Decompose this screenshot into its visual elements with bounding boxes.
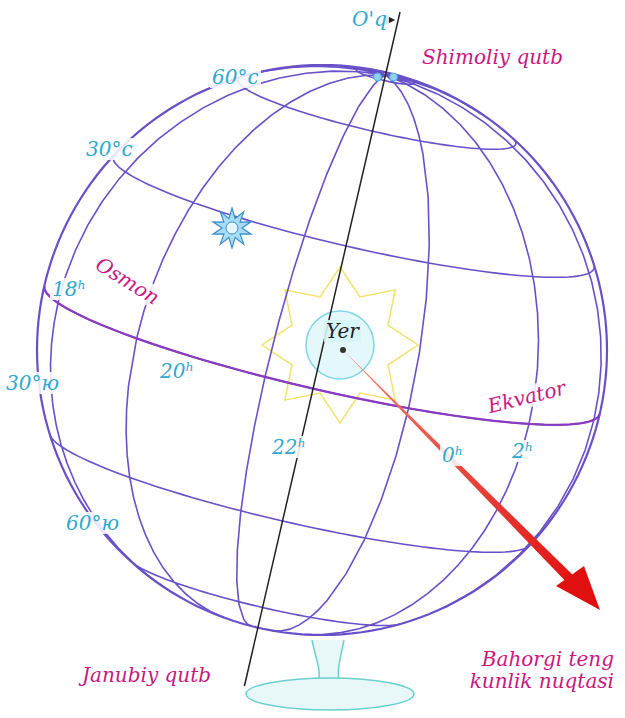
pole-dot <box>373 73 381 81</box>
sun-outline <box>262 267 418 423</box>
point-label: Bahorgi teng kunlik nuqtasi <box>462 648 616 692</box>
equinox-arrow <box>340 347 600 610</box>
axis-label: O'q <box>350 8 389 30</box>
world-axis <box>244 12 400 686</box>
arrow-head <box>556 566 600 610</box>
circle-label: Ekvator <box>483 376 569 418</box>
hour-label: 18ʰ <box>50 278 88 300</box>
star-core <box>226 222 238 234</box>
latitude-label: 30°c <box>84 138 135 160</box>
latitude-label: 60°c <box>210 66 261 88</box>
star-symbol <box>213 208 251 248</box>
latitude-label: 30°ю <box>4 372 61 394</box>
hour-label: 0ʰ <box>440 444 465 466</box>
earth-glow <box>262 267 418 423</box>
celestial-equator <box>44 286 599 425</box>
globe-stand <box>246 640 414 710</box>
hour-label: 22ʰ <box>270 436 308 458</box>
hour-label: 2ʰ <box>510 440 535 462</box>
pole-label: Janubiy qutb <box>80 664 213 686</box>
latitude-label: 60°ю <box>64 512 121 534</box>
pole-dot <box>389 73 397 81</box>
axis-line <box>244 12 400 686</box>
arrow-shaft <box>343 350 580 590</box>
star-shape <box>213 208 251 248</box>
earth-circle <box>306 311 374 379</box>
hour-label: 20ʰ <box>158 360 196 382</box>
pole-label: Shimoliy qutb <box>420 46 565 68</box>
earth-label: Yer <box>324 320 361 342</box>
